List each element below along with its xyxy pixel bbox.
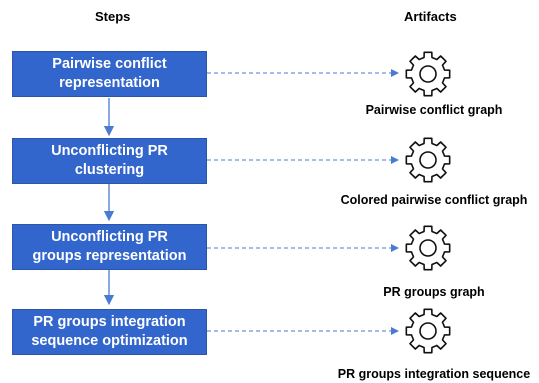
step-label-line1: Unconflicting PR [51, 143, 168, 159]
artifact-label-pr-groups-graph: PR groups graph [383, 285, 485, 299]
step-label-line2: representation [59, 75, 160, 91]
step-box-unconflicting-clustering: Unconflicting PR clustering [12, 138, 207, 184]
artifact-label-colored-graph: Colored pairwise conflict graph [340, 193, 528, 207]
gear-icon [405, 51, 451, 97]
step-label-line1: PR groups integration [33, 314, 186, 330]
step-box-groups-representation: Unconflicting PR groups representation [12, 224, 207, 270]
step-label-line1: Unconflicting PR [51, 229, 168, 245]
gear-icon [405, 308, 451, 354]
step-box-sequence-optimization: PR groups integration sequence optimizat… [12, 309, 207, 355]
step-label-line2: sequence optimization [31, 333, 188, 349]
step-box-pairwise-conflict: Pairwise conflict representation [12, 51, 207, 97]
step-label-line2: clustering [74, 162, 145, 178]
step-label-line1: Pairwise conflict [52, 56, 167, 72]
artifacts-column-header: Artifacts [404, 9, 457, 24]
steps-column-header: Steps [95, 9, 131, 24]
gear-icon [405, 225, 451, 271]
gear-icon [405, 137, 451, 183]
artifact-label-integration-sequence: PR groups integration sequence [337, 367, 531, 381]
step-label-line2: groups representation [32, 248, 187, 264]
artifact-label-pairwise-graph: Pairwise conflict graph [365, 103, 503, 117]
